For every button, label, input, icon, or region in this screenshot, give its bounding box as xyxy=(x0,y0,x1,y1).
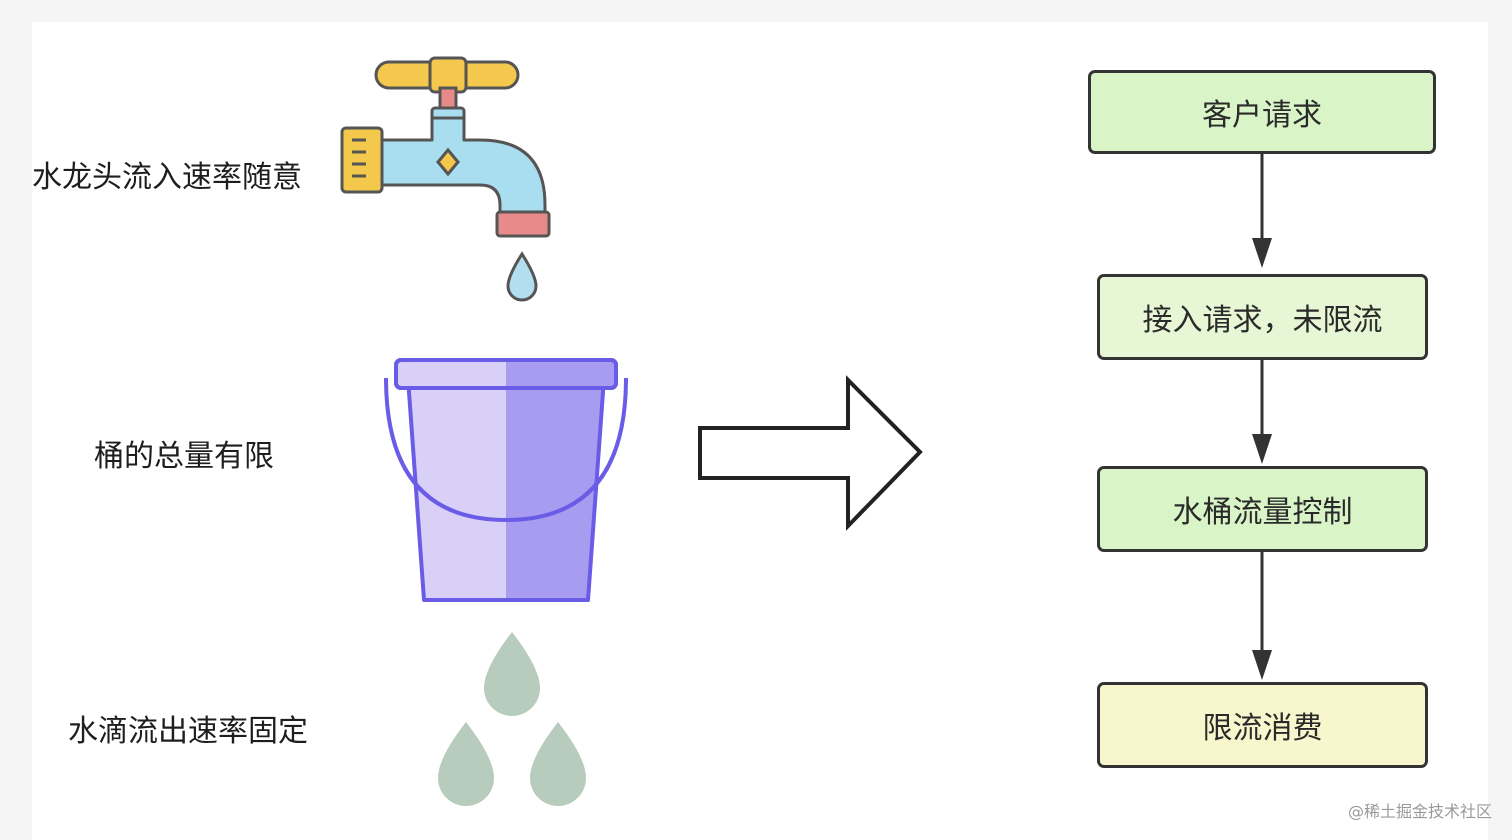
flow-step-label: 水桶流量控制 xyxy=(1172,495,1353,530)
flow-step-client-request: 客户请求 xyxy=(1088,70,1436,154)
flow-connector-3 xyxy=(1252,552,1272,680)
watermark: @稀土掘金技术社区 xyxy=(1347,802,1492,821)
flow-step-label: 接入请求，未限流 xyxy=(1142,303,1383,338)
water-drops-icon xyxy=(438,632,586,806)
flow-step-bucket-control: 水桶流量控制 xyxy=(1097,466,1428,552)
bucket-label: 桶的总量有限 xyxy=(94,439,274,474)
water-drop-icon xyxy=(506,251,538,302)
flow-connector-1 xyxy=(1252,154,1272,268)
faucet-icon xyxy=(340,56,551,238)
flow-step-label: 限流消费 xyxy=(1202,711,1323,746)
flow-step-rate-limited-consume: 限流消费 xyxy=(1097,682,1428,768)
drops-label: 水滴流出速率固定 xyxy=(68,714,308,749)
bucket-icon xyxy=(384,358,628,602)
big-right-arrow xyxy=(698,375,923,531)
flow-step-label: 客户请求 xyxy=(1202,98,1322,133)
flow-step-accept-request: 接入请求，未限流 xyxy=(1097,274,1428,360)
flow-connector-2 xyxy=(1252,360,1272,464)
faucet-label: 水龙头流入速率随意 xyxy=(32,160,302,195)
